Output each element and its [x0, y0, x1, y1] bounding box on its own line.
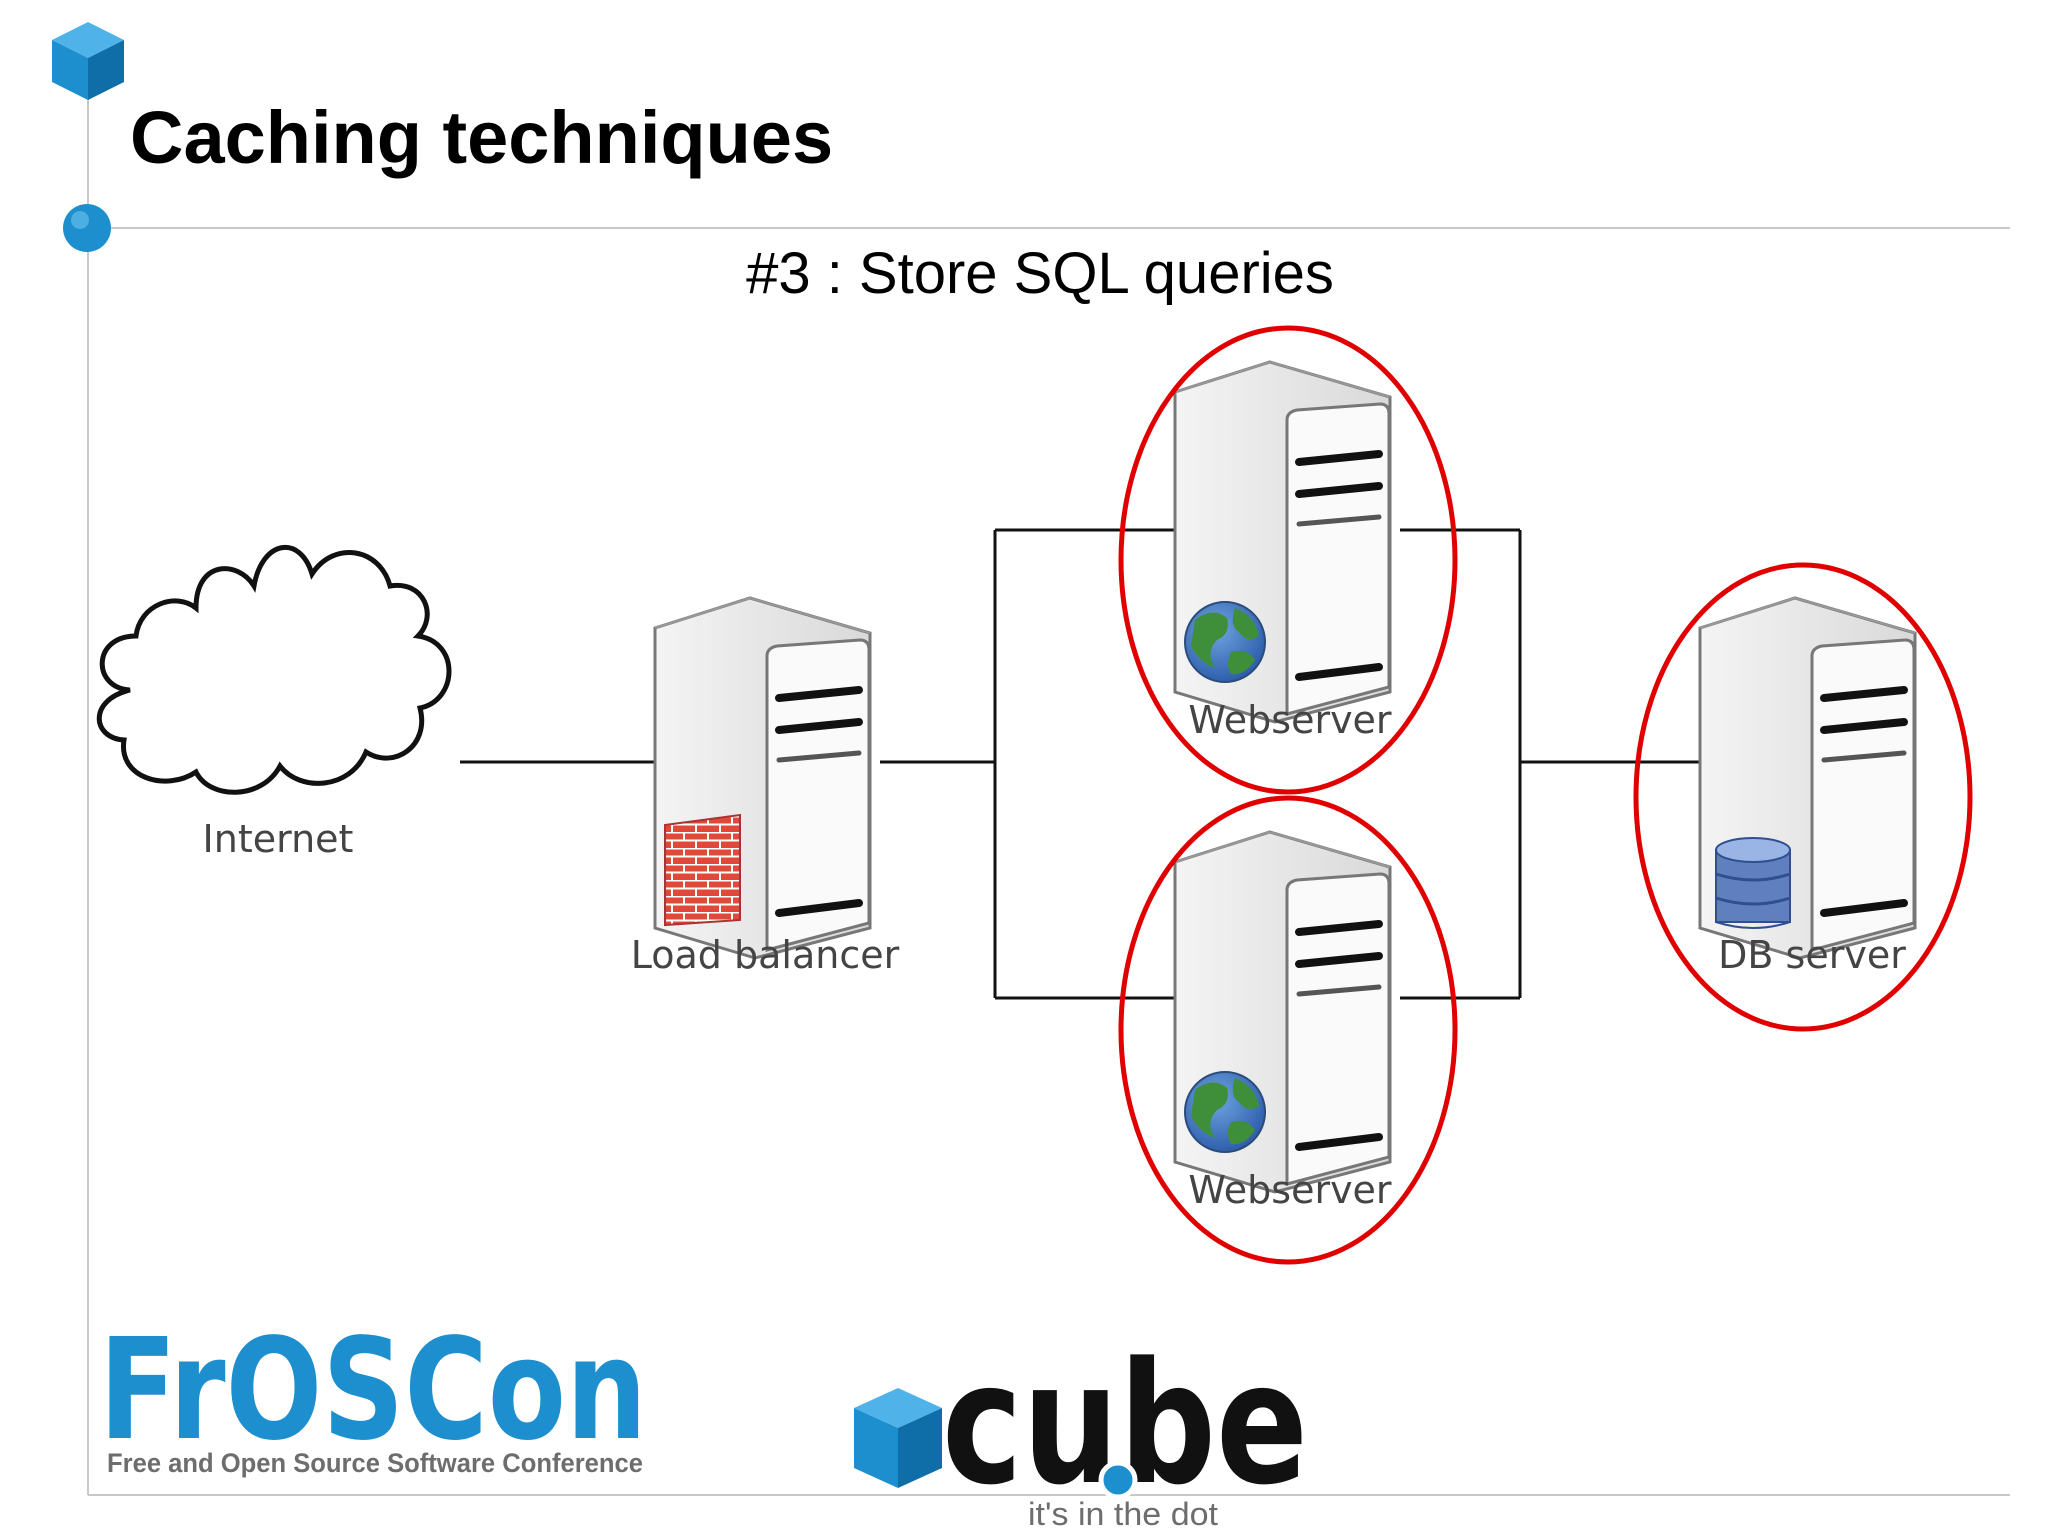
cube-logo: cube it's in the dot [854, 1340, 1308, 1532]
node-webserver-1: Webserver [1118, 325, 1458, 795]
node-label-webserver-1: Webserver [1188, 698, 1392, 742]
firewall-icon [664, 813, 741, 927]
froscon-tagline: Free and Open Source Software Conference [107, 1448, 643, 1478]
highlight-ring [1633, 562, 1973, 1032]
highlight-ring [1118, 325, 1458, 795]
node-internet: Internet [96, 545, 452, 861]
cube-logo-icon [854, 1388, 942, 1488]
node-load-balancer: Load balancer [631, 598, 900, 977]
cloud-icon [96, 545, 452, 795]
froscon-logo: FrOSCon Free and Open Source Software Co… [99, 1320, 647, 1478]
cube-dot-icon [1098, 1460, 1138, 1500]
globe-icon [1184, 1071, 1266, 1153]
node-label-webserver-2: Webserver [1188, 1168, 1392, 1212]
highlight-ring [1118, 795, 1458, 1265]
node-label-load-balancer: Load balancer [631, 933, 900, 977]
globe-icon [1184, 601, 1266, 683]
node-label-internet: Internet [203, 817, 354, 861]
connections [460, 528, 1700, 1000]
slide-subtitle: #3 : Store SQL queries [746, 241, 1334, 306]
slide-title: Caching techniques [130, 96, 834, 179]
cube-corner-icon [52, 22, 124, 100]
node-label-db-server: DB server [1718, 933, 1906, 977]
database-icon [1715, 837, 1791, 929]
froscon-logo-text: FrOSCon [99, 1320, 647, 1472]
cube-tagline: it's in the dot [1028, 1496, 1218, 1532]
node-webserver-2: Webserver [1118, 795, 1458, 1265]
node-db-server: DB server [1633, 562, 1973, 1032]
